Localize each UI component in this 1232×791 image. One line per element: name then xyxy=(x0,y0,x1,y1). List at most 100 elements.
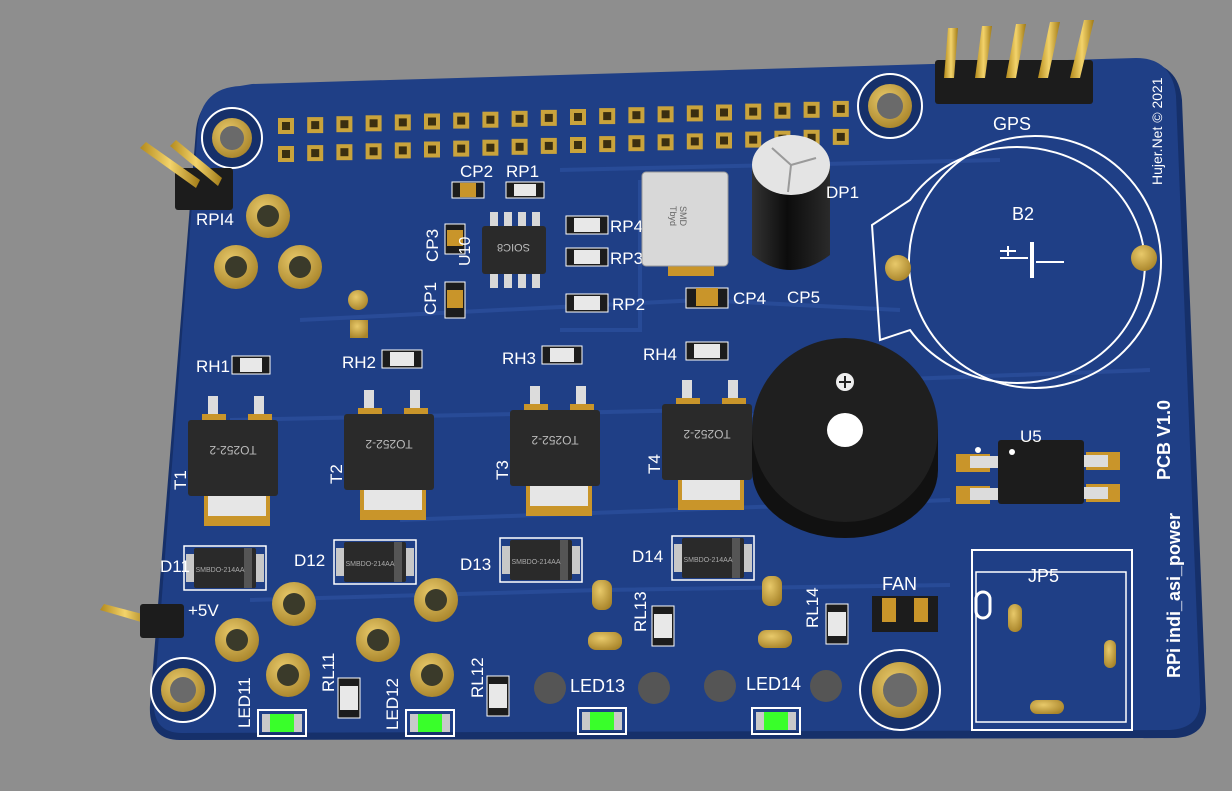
svg-text:SMBDO-214AA: SMBDO-214AA xyxy=(195,567,244,574)
power-header: +5V xyxy=(100,601,219,638)
svg-text:RP4: RP4 xyxy=(610,217,643,236)
header-pad xyxy=(832,100,849,117)
capacitor-cp5: DP1 CP5 xyxy=(752,135,859,307)
smd-rl11: RL11 xyxy=(319,653,361,719)
svg-text:CP4: CP4 xyxy=(733,289,766,308)
header-pad xyxy=(628,107,645,124)
svg-text:TO252-2: TO252-2 xyxy=(209,443,256,457)
mosfet-t4: TO252-2T4 xyxy=(645,380,752,510)
mounting-hole-top-right xyxy=(857,73,923,139)
smd-cp4: CP4 xyxy=(685,287,766,309)
svg-text:U5: U5 xyxy=(1020,427,1042,446)
svg-text:RH2: RH2 xyxy=(342,353,376,372)
svg-text:TO252-2: TO252-2 xyxy=(365,437,412,451)
header-pad xyxy=(599,136,616,153)
header-pad xyxy=(540,137,557,154)
header-pad xyxy=(482,139,499,156)
svg-text:JP5: JP5 xyxy=(1028,566,1059,586)
header-pad xyxy=(745,131,762,148)
smd-rp1: RP1 xyxy=(505,162,545,199)
smd-rp2: RP2 xyxy=(565,293,645,314)
smd-cp2: CP2 xyxy=(451,162,493,199)
header-pad xyxy=(278,146,294,162)
svg-text:LED13: LED13 xyxy=(570,676,625,696)
smd-rp3: RP3 xyxy=(565,247,643,268)
smd-rh2: RH2 xyxy=(342,349,423,372)
smd-rp4: RP4 xyxy=(565,215,643,236)
header-pad xyxy=(453,112,470,129)
svg-text:RL12: RL12 xyxy=(468,657,487,698)
svg-text:Tbyd: Tbyd xyxy=(668,206,678,226)
diode-d12: SMBDO-214AA D12 xyxy=(294,539,417,585)
pcb-version: PCB V1.0 xyxy=(1154,400,1174,480)
svg-text:U10: U10 xyxy=(457,237,474,266)
header-pad xyxy=(307,145,324,162)
header-pad xyxy=(716,104,732,121)
svg-text:SMBDO-214AA: SMBDO-214AA xyxy=(683,557,732,564)
svg-text:RL11: RL11 xyxy=(319,653,338,692)
header-pad xyxy=(336,144,353,161)
smd-cp1: CP1 xyxy=(421,281,466,319)
header-pad xyxy=(424,141,440,158)
svg-text:T4: T4 xyxy=(645,454,664,474)
mosfet-t3: TO252-2T3 xyxy=(493,386,600,516)
header-pad xyxy=(570,109,586,125)
svg-text:T1: T1 xyxy=(171,470,190,490)
svg-text:SMBDO-214AA: SMBDO-214AA xyxy=(345,561,394,568)
gps-pins xyxy=(944,20,1094,78)
svg-text:LED14: LED14 xyxy=(746,674,801,694)
header-pad xyxy=(365,143,382,160)
svg-text:RH1: RH1 xyxy=(196,357,230,376)
header-pad xyxy=(628,135,645,152)
svg-text:RP3: RP3 xyxy=(610,249,643,268)
smd-rl12: RL12 xyxy=(468,657,510,717)
svg-text:TO252-2: TO252-2 xyxy=(683,427,730,441)
svg-text:D12: D12 xyxy=(294,551,325,570)
header-pad xyxy=(716,132,732,149)
header-pad xyxy=(424,113,440,130)
header-pad xyxy=(657,134,674,151)
svg-text:T3: T3 xyxy=(493,460,512,480)
pcb-name: RPi indi_asi_power xyxy=(1164,513,1184,678)
smd-rh4: RH4 xyxy=(643,341,729,364)
smd-cp3: CP3 xyxy=(423,223,466,262)
header-pad xyxy=(599,108,616,125)
power-pads-left xyxy=(214,194,368,338)
header-pad xyxy=(686,105,703,122)
mounting-hole-top-left xyxy=(201,107,263,169)
header-pad xyxy=(832,128,849,145)
header-pad xyxy=(336,116,353,133)
header-pad xyxy=(803,101,820,118)
svg-text:CP5: CP5 xyxy=(787,288,820,307)
header-pad xyxy=(511,110,528,127)
smd-rl13: RL13 xyxy=(631,591,675,647)
led-13: LED13 xyxy=(570,676,627,735)
gps-header: GPS xyxy=(935,20,1094,134)
svg-text:RH4: RH4 xyxy=(643,345,677,364)
header-pad xyxy=(453,140,470,157)
svg-text:FAN: FAN xyxy=(882,574,917,594)
mosfet-t2: TO252-2T2 xyxy=(327,390,434,520)
svg-text:D14: D14 xyxy=(632,547,663,566)
svg-text:B2: B2 xyxy=(1012,204,1034,224)
gps-label: GPS xyxy=(993,114,1031,134)
svg-text:CP3: CP3 xyxy=(423,229,442,262)
rpi4-header: RPI4 xyxy=(140,140,234,229)
mounting-hole-bottom-right xyxy=(859,649,941,731)
svg-text:RP1: RP1 xyxy=(506,162,539,181)
svg-text:+5V: +5V xyxy=(188,601,219,620)
mounting-hole-bottom-left xyxy=(150,657,216,723)
battery-holder-b2: B2 xyxy=(870,135,1162,389)
header-pad xyxy=(745,103,762,120)
svg-text:LED12: LED12 xyxy=(383,678,402,730)
rpi4-label: RPI4 xyxy=(196,210,234,229)
header-pad xyxy=(686,133,703,150)
header-pad xyxy=(511,138,528,155)
svg-text:CP1: CP1 xyxy=(421,282,440,315)
svg-text:SMD: SMD xyxy=(678,206,688,227)
fan-header: FAN xyxy=(872,574,938,632)
svg-text:LED11: LED11 xyxy=(235,677,254,728)
header-pad xyxy=(307,117,324,134)
